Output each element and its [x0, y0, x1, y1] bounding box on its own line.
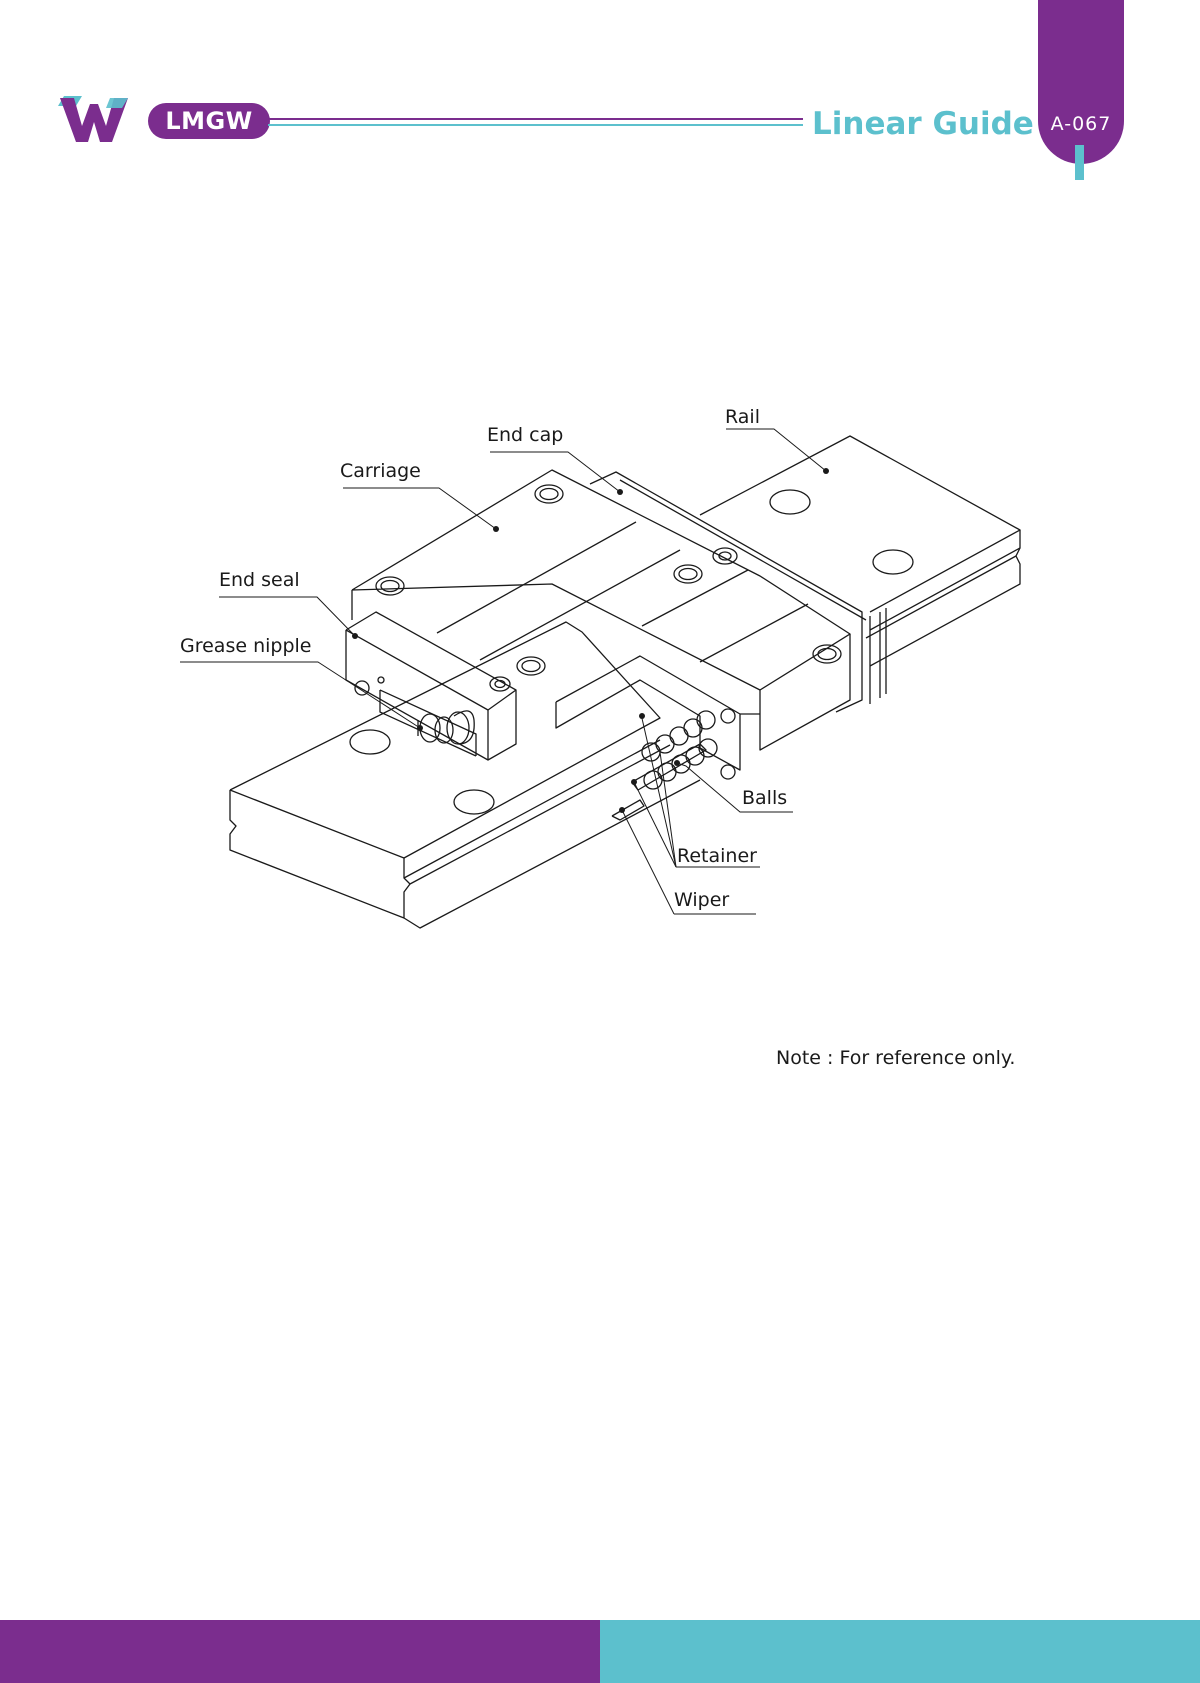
carriage-top: [351, 469, 851, 691]
retainer: [631, 743, 707, 791]
carriage-hole: [375, 576, 405, 596]
carriage-hole: [673, 564, 703, 584]
label-retainer: Retainer: [677, 845, 757, 867]
carriage-hole: [534, 484, 564, 504]
label-end-cap: End cap: [487, 424, 564, 446]
rail-hole: [872, 549, 914, 575]
footer-band-purple: [0, 1620, 600, 1683]
rail-near-top: [229, 621, 661, 859]
page-title: Linear Guide: [812, 106, 1034, 142]
label-carriage: Carriage: [340, 460, 421, 482]
label-balls: Balls: [742, 787, 788, 809]
grease-nipple-icon: [417, 710, 475, 745]
header-divider: [268, 118, 803, 126]
carriage-hole: [812, 644, 842, 664]
page-tab-marker: [1075, 145, 1084, 180]
rail-hole: [349, 729, 391, 755]
label-grease-nipple: Grease nipple: [180, 635, 312, 657]
linear-guide-exploded-diagram: [180, 428, 1021, 929]
end-cap-screw: [712, 547, 738, 565]
label-rail: Rail: [725, 406, 760, 428]
rail-hole: [453, 789, 495, 815]
end-cap: [589, 471, 863, 713]
label-end-seal: End seal: [219, 569, 300, 591]
page-number-tab: [1038, 0, 1124, 164]
wiper: [611, 799, 645, 821]
end-seal-screw: [489, 676, 511, 692]
rail-far-top: [699, 435, 1021, 613]
page-number: A-067: [1050, 113, 1112, 135]
label-wiper: Wiper: [674, 889, 730, 911]
reference-note: Note : For reference only.: [776, 1047, 1016, 1069]
footer-band-teal: [600, 1620, 1200, 1683]
w-logo-icon: [58, 96, 128, 142]
carriage-hole: [516, 656, 546, 676]
product-code-badge: LMGW: [148, 103, 270, 139]
rail-hole: [769, 489, 811, 515]
